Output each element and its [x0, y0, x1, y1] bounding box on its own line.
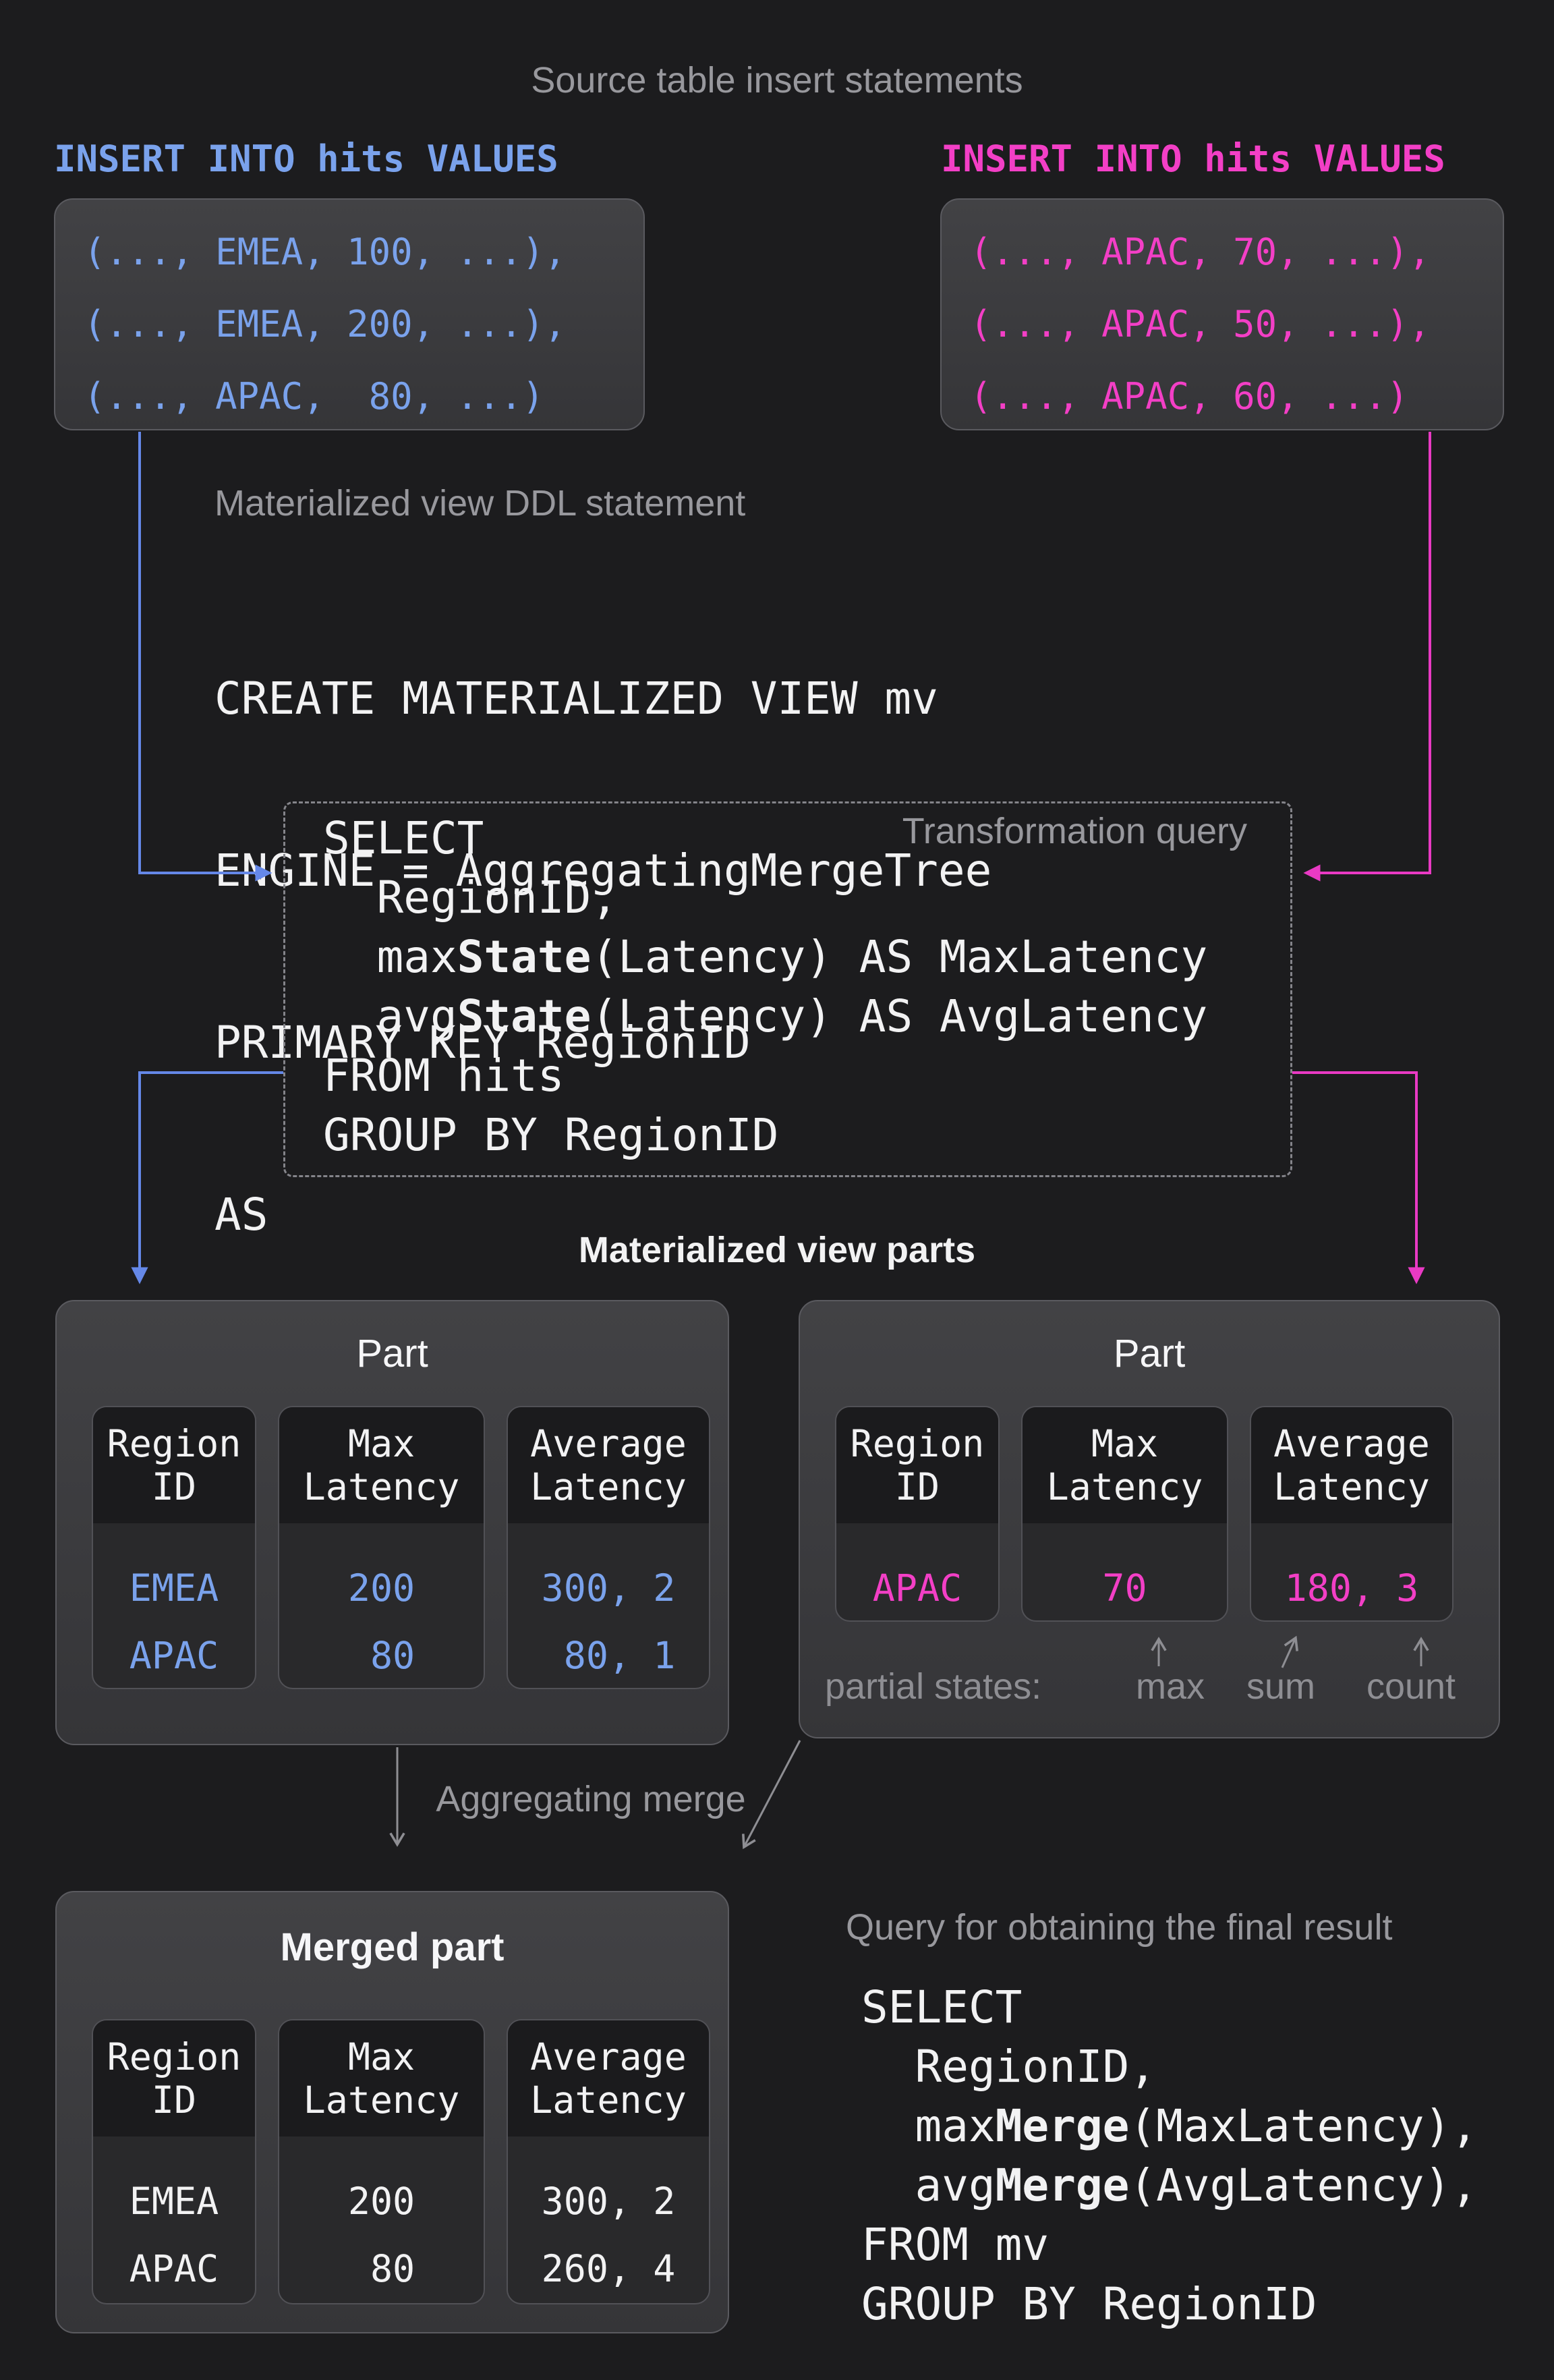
pink-arrow-query-to-part [1292, 1073, 1416, 1280]
gray-arrow-right-part-to-merged [745, 1740, 800, 1846]
pink-arrow-insert-to-query [1307, 432, 1430, 873]
partial-state-sum-arrow [1282, 1639, 1295, 1668]
blue-arrow-query-to-part [140, 1073, 283, 1280]
blue-arrow-insert-to-query [140, 432, 268, 873]
